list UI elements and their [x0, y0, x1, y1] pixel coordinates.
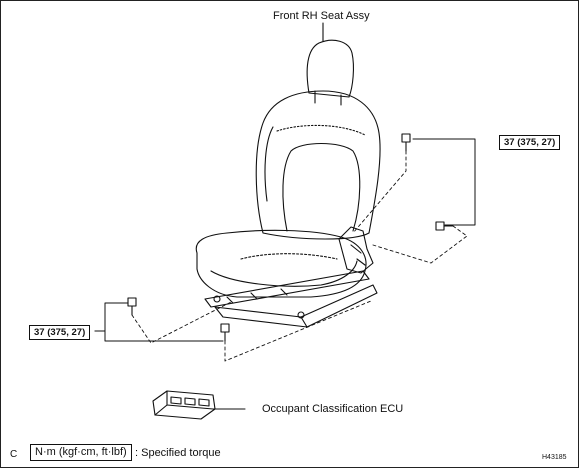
recliner-mechanism-shape [338, 226, 374, 274]
occupant-ecu-shape [152, 390, 246, 420]
bolt-upper-right-shape [401, 133, 411, 152]
bolt-lower-right-shape [435, 221, 454, 231]
torque-leaders [94, 138, 476, 342]
bolt-left-upper-shape [127, 297, 137, 316]
torque-legend-description: : Specified torque [135, 447, 221, 459]
seat-label: Front RH Seat Assy [273, 10, 370, 22]
alignment-lines [131, 150, 468, 362]
ecu-label: Occupant Classification ECU [262, 403, 404, 415]
corner-letter: C [10, 449, 18, 460]
bolt-left-lower-shape [220, 323, 230, 342]
seat-cushion-shape [195, 229, 367, 298]
headrest-shape [306, 39, 354, 106]
torque-unit-legend: N·m (kgf·cm, ft·lbf) [30, 444, 132, 461]
figure-code: H43185 [542, 454, 567, 461]
torque-callout-lower: 37 (375, 27) [29, 325, 91, 340]
torque-callout-upper: 37 (375, 27) [499, 135, 561, 150]
seat-back-shape [255, 90, 381, 240]
